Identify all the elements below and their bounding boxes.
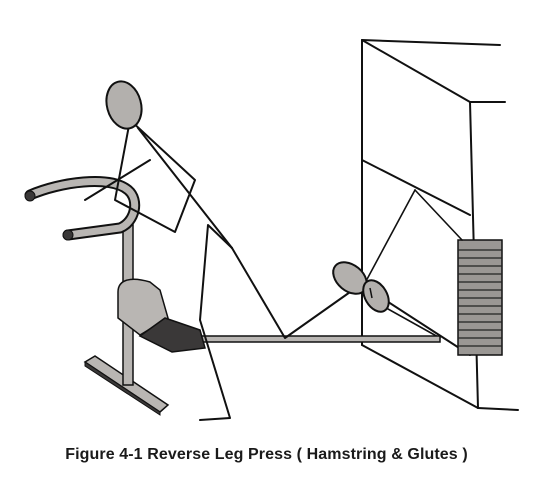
weight-stack bbox=[457, 239, 503, 356]
foot-pad bbox=[332, 261, 390, 313]
stick-figure bbox=[84, 119, 361, 421]
knee-pad bbox=[117, 278, 206, 353]
figure-caption: Figure 4-1 Reverse Leg Press ( Hamstring… bbox=[65, 446, 468, 463]
floor-rail bbox=[199, 335, 441, 343]
head bbox=[105, 80, 143, 130]
leg-press-illustration bbox=[24, 39, 519, 421]
handle-bars bbox=[24, 176, 141, 241]
cable bbox=[364, 189, 463, 339]
